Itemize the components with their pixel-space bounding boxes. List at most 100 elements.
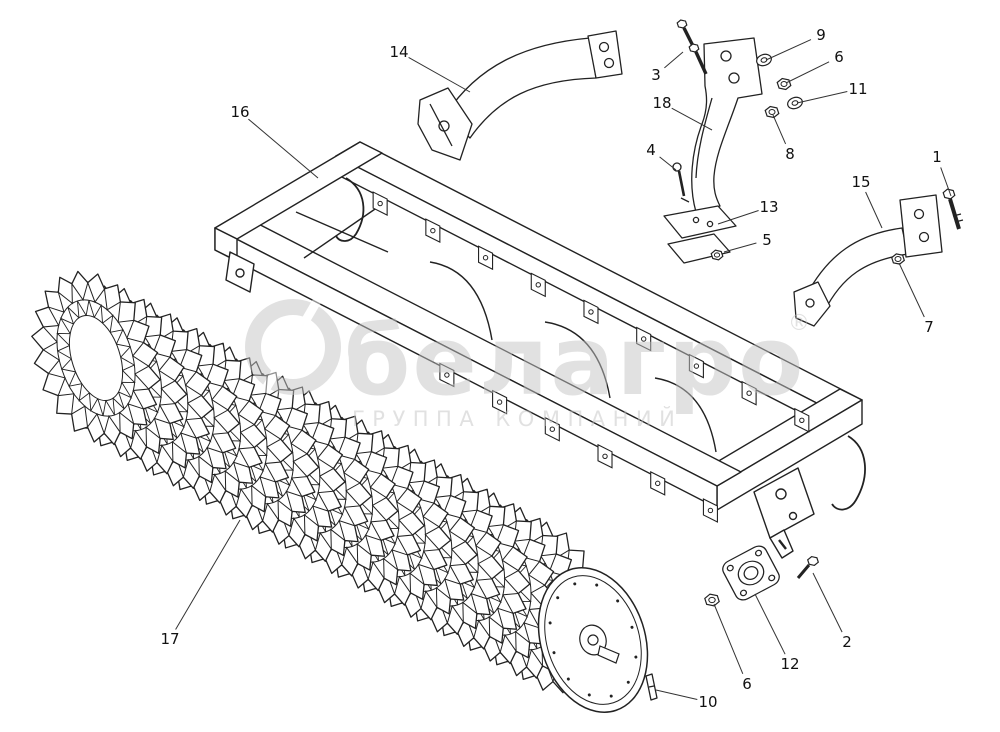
mount-tab (583, 299, 599, 325)
callout-leader (713, 603, 744, 674)
fasteners-group (676, 19, 956, 607)
bearing-mount-plate (753, 467, 815, 539)
callout-label: 2 (842, 633, 852, 651)
callout-label: 4 (646, 141, 656, 159)
mount-tab (492, 389, 508, 415)
hex-nut (676, 19, 688, 29)
hex-nut (776, 77, 792, 91)
callout-label: 13 (759, 198, 778, 216)
frame-left-bracket (225, 251, 255, 293)
mount-tab (636, 326, 652, 352)
mount-tab (478, 245, 494, 271)
mount-tab (688, 353, 704, 379)
watermark: белагро ® ГРУППА КОМПАНИЙ (245, 298, 810, 431)
mount-tab (702, 498, 718, 523)
callout-leader (772, 114, 787, 145)
mount-tab (741, 380, 757, 406)
hex-nut (807, 555, 819, 567)
callout-leader (655, 689, 698, 700)
callout-label: 9 (816, 26, 826, 44)
frame-brace-arc (654, 377, 717, 453)
tine-18 (691, 37, 763, 213)
callout-leader (671, 107, 713, 131)
callout-leader (812, 572, 843, 633)
washer (756, 53, 772, 67)
callout-label: 6 (742, 675, 752, 693)
washer (787, 96, 803, 110)
callout-leader (659, 156, 677, 171)
callout-leader (898, 262, 925, 318)
frame-brace (303, 206, 379, 259)
bearing-12 (722, 545, 780, 601)
callout-label: 6 (834, 48, 844, 66)
hex-nut (891, 253, 905, 265)
callout-label: 11 (848, 80, 867, 98)
hex-nut (710, 249, 724, 261)
mount-tab (597, 443, 613, 469)
callout-leader (408, 56, 471, 93)
mount-tab (794, 407, 810, 433)
mount-tab (439, 362, 455, 388)
bracket-upper-14 (417, 30, 623, 161)
bolt-1 (948, 198, 964, 230)
callout-leader (765, 39, 812, 61)
watermark-logo-ring (245, 299, 341, 395)
callout-leader (785, 61, 830, 84)
bracket-right-15 (793, 194, 943, 327)
mount-tab (530, 272, 546, 298)
mount-tab (650, 470, 666, 496)
callout-leader (754, 593, 786, 655)
bolt-4 (672, 162, 690, 203)
bearing-mount-hole (775, 488, 787, 500)
frame-group (214, 141, 866, 559)
hex-nut (688, 43, 700, 53)
callout-leader (717, 210, 759, 225)
hex-nut (942, 188, 956, 200)
hex-nut (764, 105, 780, 119)
frame-left-bracket-hole (235, 268, 245, 278)
frame-brace-arc (544, 321, 611, 399)
callout-leader (865, 191, 883, 229)
callout-label: 3 (651, 66, 661, 84)
shaft-stub (597, 645, 620, 664)
callout-label: 12 (780, 655, 799, 673)
callout-leader (723, 242, 757, 253)
callout-label: 5 (762, 231, 772, 249)
watermark-registered-icon: ® (788, 311, 810, 336)
bearing-mount-slot (778, 539, 787, 550)
callout-leader (940, 167, 952, 197)
plate-5 (667, 233, 731, 264)
frame-hook-right (831, 435, 866, 511)
callout-label: 1 (932, 148, 942, 166)
callout-label: 16 (230, 103, 249, 121)
bearing-mount-hole (788, 511, 798, 521)
watermark-brand: белагро (344, 307, 805, 417)
mount-tabs-group (372, 191, 810, 523)
callout-leader (796, 91, 848, 104)
callout-label: 10 (698, 693, 717, 711)
callout-leader (248, 118, 319, 179)
hardware-group (417, 27, 964, 701)
hex-nut (704, 593, 720, 607)
clamp-13 (663, 205, 737, 239)
callout-label: 7 (924, 318, 934, 336)
mount-tab (425, 218, 441, 244)
frame-hook-left (335, 177, 365, 242)
watermark-logo-slash (260, 298, 321, 395)
frame-brace-arc (429, 261, 493, 341)
callout-leader (175, 519, 241, 630)
toothed-disc (31, 270, 161, 446)
mount-tab (372, 191, 388, 216)
watermark-subtitle: ГРУППА КОМПАНИЙ (352, 406, 682, 431)
callout-label: 14 (389, 43, 408, 61)
callout-leader (664, 51, 684, 69)
callout-label: 8 (785, 145, 795, 163)
pin-10 (645, 673, 658, 701)
frame-left-end (214, 141, 383, 240)
callout-label: 17 (160, 630, 179, 648)
bolt-2 (796, 564, 811, 579)
callout-label: 18 (652, 94, 671, 112)
